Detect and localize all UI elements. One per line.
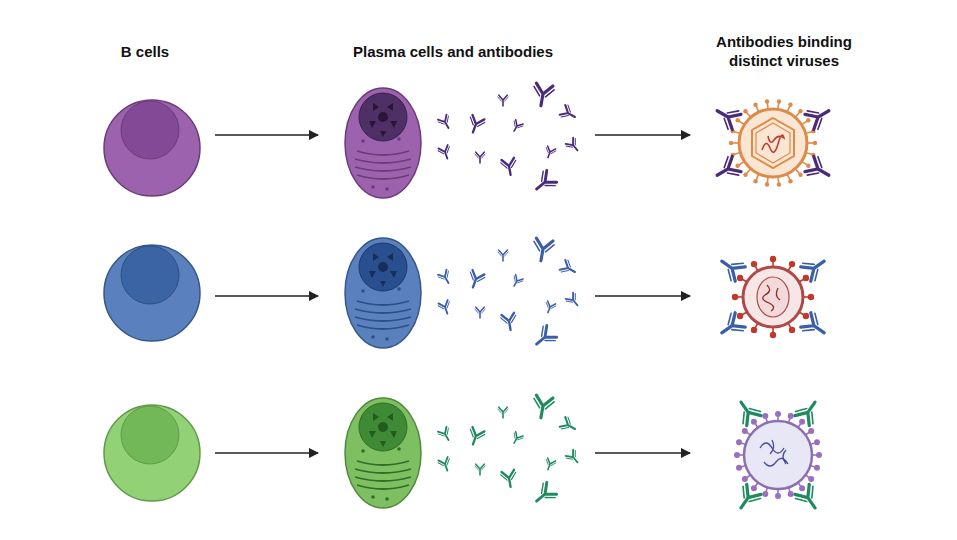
plasma-cells <box>345 88 421 508</box>
virus-1 <box>729 99 817 187</box>
column-heading: Plasma cells and antibodies <box>313 42 593 61</box>
b-cells <box>104 100 200 501</box>
column-heading: B cells <box>85 42 205 61</box>
arrows <box>215 135 690 453</box>
column-heading: Antibodies binding distinct viruses <box>692 32 877 70</box>
